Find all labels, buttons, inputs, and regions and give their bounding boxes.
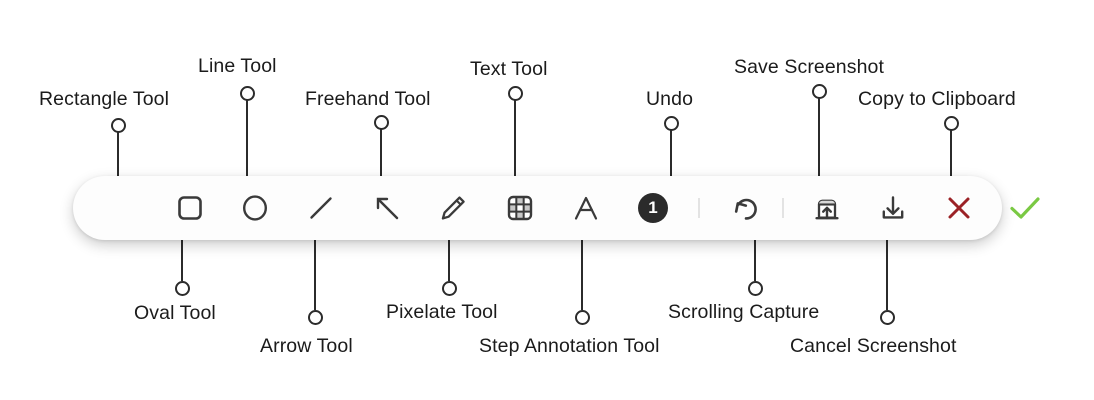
leader-knob	[307, 310, 323, 325]
mosaic-grid-icon	[505, 193, 535, 223]
leader-line	[886, 240, 888, 310]
callout-label-rectangle: Rectangle Tool	[39, 88, 170, 110]
leader-knob	[373, 115, 389, 130]
rectangle-tool-button[interactable]	[168, 186, 212, 230]
rectangle-icon	[175, 193, 205, 223]
leader-line	[581, 240, 583, 310]
save-screenshot-button[interactable]	[871, 186, 915, 230]
step-number-badge-icon: 1	[638, 193, 668, 223]
screenshot-annotation-toolbar[interactable]: 1	[73, 176, 1040, 240]
leader-line	[670, 129, 672, 176]
callout-label-step: Step Annotation Tool	[479, 335, 660, 357]
callout-label-undo: Undo	[646, 88, 694, 110]
leader-line	[754, 240, 756, 281]
line-icon	[306, 193, 336, 223]
arrow-tool-button[interactable]	[365, 186, 409, 230]
undo-button[interactable]	[724, 186, 768, 230]
pixelate-tool-button[interactable]	[498, 186, 542, 230]
arrow-icon	[372, 193, 402, 223]
leader-knob	[574, 310, 590, 325]
pencil-icon	[438, 193, 468, 223]
freehand-tool-button[interactable]	[431, 186, 475, 230]
leader-line	[117, 131, 119, 176]
scrolling-capture-button[interactable]	[805, 186, 849, 230]
leader-line	[448, 240, 450, 281]
close-x-icon	[943, 192, 975, 224]
leader-knob	[879, 310, 895, 325]
leader-line	[818, 97, 820, 176]
callout-label-pixelate: Pixelate Tool	[386, 301, 498, 323]
callout-label-arrow: Arrow Tool	[260, 335, 353, 357]
undo-arrow-icon	[730, 192, 762, 224]
callout-label-freehand: Freehand Tool	[305, 88, 431, 110]
leader-line	[314, 240, 316, 310]
text-tool-button[interactable]	[564, 186, 608, 230]
leader-line	[514, 99, 516, 176]
copy-to-clipboard-button[interactable]	[1003, 186, 1047, 230]
leader-knob	[239, 86, 255, 101]
checkmark-icon	[1007, 192, 1043, 224]
callout-label-cancel: Cancel Screenshot	[790, 335, 957, 357]
toolbar-separator-2	[782, 198, 784, 218]
leader-knob	[174, 281, 190, 296]
leader-line	[181, 240, 183, 281]
text-a-icon	[571, 193, 601, 223]
scrolling-capture-icon	[811, 192, 843, 224]
step-annotation-tool-button[interactable]: 1	[631, 186, 675, 230]
leader-knob	[747, 281, 763, 296]
oval-tool-button[interactable]	[233, 186, 277, 230]
callout-label-oval: Oval Tool	[134, 302, 216, 324]
download-icon	[877, 192, 909, 224]
leader-knob	[110, 118, 126, 133]
line-tool-button[interactable]	[299, 186, 343, 230]
leader-knob	[943, 116, 959, 131]
leader-knob	[663, 116, 679, 131]
toolbar-separator-1	[698, 198, 700, 218]
callout-label-scrolling: Scrolling Capture	[668, 301, 820, 323]
callout-label-copy: Copy to Clipboard	[858, 88, 1016, 110]
leader-knob	[441, 281, 457, 296]
cancel-screenshot-button[interactable]	[937, 186, 981, 230]
leader-line	[246, 99, 248, 176]
callout-label-text: Text Tool	[470, 58, 548, 80]
oval-icon	[240, 193, 270, 223]
callout-label-save: Save Screenshot	[734, 56, 885, 78]
leader-knob	[507, 86, 523, 101]
callout-label-line: Line Tool	[198, 55, 277, 77]
leader-knob	[811, 84, 827, 99]
leader-line	[380, 128, 382, 176]
leader-line	[950, 129, 952, 176]
